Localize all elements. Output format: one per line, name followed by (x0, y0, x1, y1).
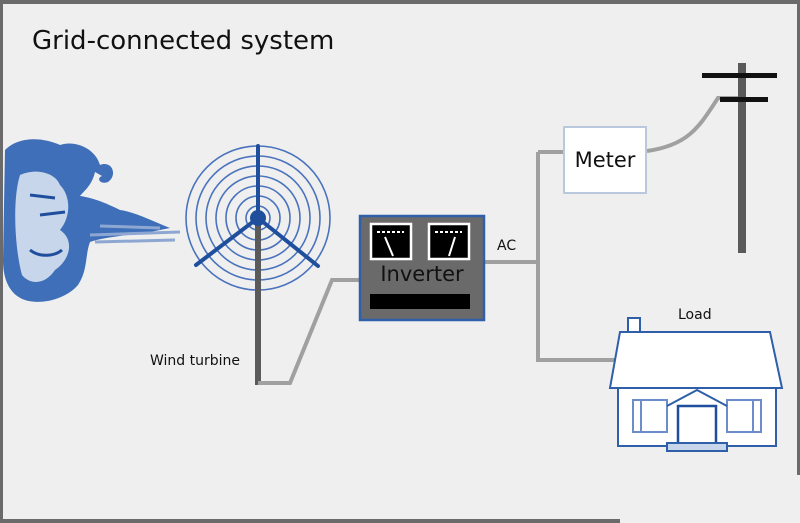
turbine-blades-icon (194, 144, 320, 268)
wire-ac-bus (536, 152, 618, 362)
wind-god-icon (3, 139, 181, 302)
load-label: Load (678, 307, 712, 323)
wire-turbine-inverter (258, 278, 360, 385)
house-icon (608, 317, 784, 452)
inverter-label: Inverter (380, 262, 464, 286)
turbine-tower (255, 222, 261, 385)
frame-left-border (0, 0, 3, 523)
frame-top-border (0, 0, 800, 4)
frame-right-border (797, 0, 800, 475)
inverter-display (370, 294, 470, 309)
utility-pole-icon (702, 63, 777, 253)
ac-label: AC (497, 238, 517, 254)
wire-meter-pole (646, 96, 738, 153)
page-title: Grid-connected system (32, 26, 335, 56)
turbine-hub (250, 210, 266, 226)
wind-turbine-label: Wind turbine (150, 353, 241, 369)
wiring (258, 96, 738, 385)
frame-bottom-border (0, 519, 620, 523)
meter-box: Meter (563, 126, 647, 194)
inverter-box (358, 214, 486, 322)
meter-label: Meter (574, 148, 636, 172)
